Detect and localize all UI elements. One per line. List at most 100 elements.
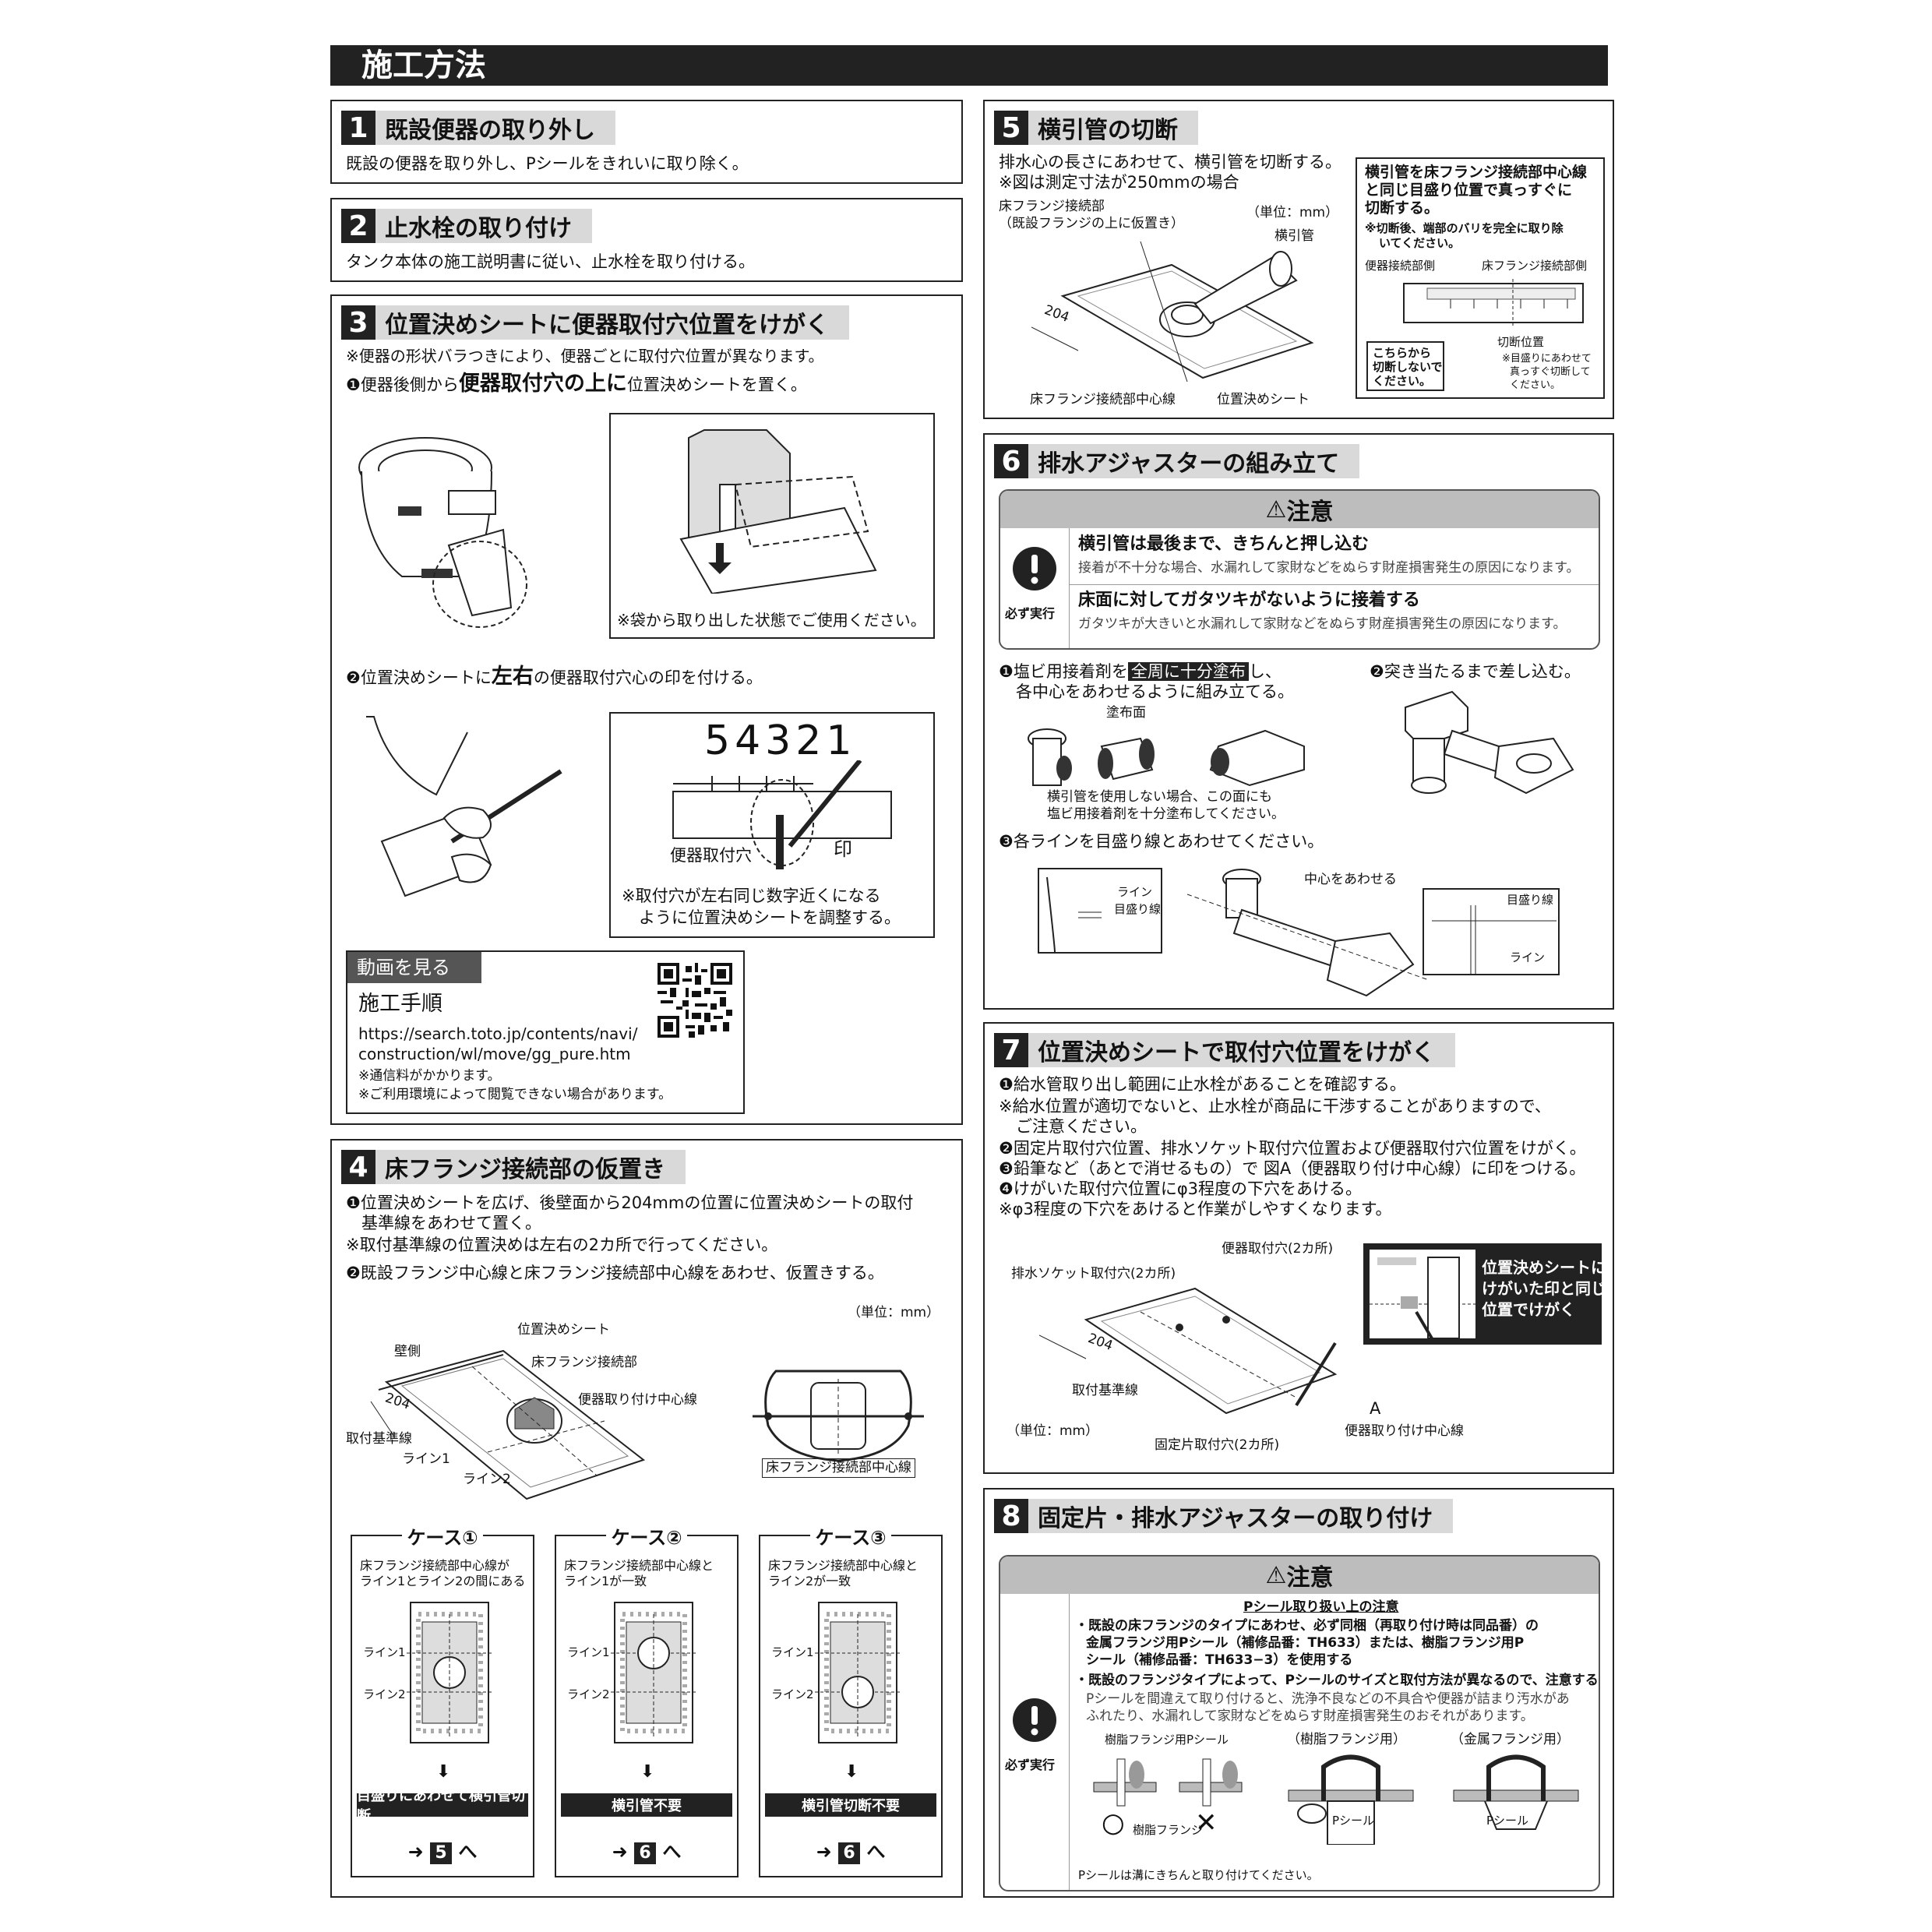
inset-note-2: いてください。 bbox=[1379, 236, 1461, 250]
bullet-1b: 金属フランジ用Pシール（補修品番：TH633）または、樹脂フランジ用P bbox=[1086, 1635, 1525, 1651]
line1-label: ライン1 bbox=[402, 1451, 450, 1467]
step-2: ❷突き当たるまで差し込む。 bbox=[1370, 662, 1581, 681]
case-diagram bbox=[815, 1599, 901, 1747]
case-desc-1: 床フランジ接続部中心線と bbox=[768, 1558, 918, 1573]
center-line-label: 床フランジ接続部中心線 bbox=[1030, 392, 1176, 407]
bullet-1a: ・既設の床フランジのタイプにあわせ、必ず同梱（再取り付け時は同品番）の bbox=[1075, 1618, 1539, 1634]
line-label: ライン bbox=[1117, 885, 1153, 899]
unit-label: （単位：mm） bbox=[1007, 1423, 1099, 1439]
case-label: ケース① bbox=[402, 1527, 483, 1549]
warning-text-1: こちらから bbox=[1373, 346, 1432, 360]
scale-label: 目盛り線 bbox=[1507, 893, 1554, 907]
inset-text-2: けがいた印と同じ bbox=[1482, 1279, 1606, 1298]
video-note-1: ※通信料がかかります。 bbox=[358, 1068, 501, 1084]
case-3: ケース③ 床フランジ接続部中心線と ライン2が一致 ライン1 ライン2 ⬇ 横引… bbox=[759, 1527, 943, 1877]
unit-label: （単位：mm） bbox=[848, 1305, 940, 1320]
case-line2: ライン2 bbox=[567, 1687, 610, 1701]
line-label: ライン bbox=[1510, 950, 1546, 964]
marking-inset: 位置決めシートに けがいた印と同じ 位置でけがく bbox=[1363, 1243, 1606, 1345]
line-inset-right: 目盛り線 ライン bbox=[1423, 888, 1560, 975]
cut-inset: 横引管を床フランジ接続部中心線 と同じ目盛り位置で真っすぐに 切断する。 ※切断… bbox=[1356, 157, 1605, 399]
video-url-line2[interactable]: construction/wl/move/gg_pure.htm bbox=[358, 1045, 631, 1063]
pseal-note: Pシールは溝にきちんと取り付けてください。 bbox=[1078, 1868, 1319, 1882]
caution-2-title: 床面に対してガタツキがないように接着する bbox=[1078, 591, 1420, 610]
step-1: ❶塩ビ用接着剤を全周に十分塗布し、 bbox=[999, 662, 1282, 681]
section-number: 4 bbox=[341, 1150, 375, 1184]
section-number: 3 bbox=[341, 305, 375, 340]
marking-illustration bbox=[343, 709, 576, 911]
placement-diagram bbox=[347, 1320, 721, 1522]
must-do-label: 必ず実行 bbox=[1005, 606, 1056, 621]
case-label: ケース② bbox=[606, 1527, 687, 1549]
case-action: 横引管不要 bbox=[561, 1793, 732, 1817]
section-title: 排水アジャスターの組み立て bbox=[1028, 444, 1360, 478]
section-note: ※取付基準線の位置決めは左右の2カ所で行ってください。 bbox=[346, 1236, 778, 1254]
hole-label: 便器取付穴(2カ所) bbox=[1222, 1241, 1334, 1257]
case-desc-2: ライン1が一致 bbox=[564, 1574, 647, 1588]
warning-box: こちらから 切断しないで ください。 bbox=[1366, 341, 1444, 391]
pipe-label: 横引管 bbox=[1274, 228, 1314, 244]
must-do-cell: 必ず実行 bbox=[1000, 1594, 1070, 1890]
section-title: 固定片・排水アジャスターの取り付け bbox=[1028, 1499, 1454, 1533]
alignment-illustration bbox=[1172, 855, 1452, 1003]
inset-text-3: 切断する。 bbox=[1365, 199, 1440, 217]
case-2: ケース② 床フランジ接続部中心線と ライン1が一致 ライン1 ライン2 ⬇ 横引… bbox=[555, 1527, 739, 1877]
insertion-illustration bbox=[1390, 684, 1577, 816]
section-number: 2 bbox=[341, 209, 375, 243]
section-text-1: 排水心の長さにあわせて、横引管を切断する。 bbox=[999, 153, 1341, 171]
assembly-parts-illustration bbox=[1016, 715, 1320, 801]
case-line1: ライン1 bbox=[567, 1645, 610, 1659]
arrow-right-icon: ➜ bbox=[816, 1841, 832, 1863]
pseal-subtitle: Pシール取り扱い上の注意 bbox=[1243, 1599, 1399, 1615]
point-a-label: A bbox=[1370, 1399, 1381, 1418]
scale-label: 目盛り線 bbox=[1114, 902, 1162, 916]
case-desc-1: 床フランジ接続部中心線と bbox=[564, 1558, 714, 1573]
fig2-note-1: ※取付穴が左右同じ数字近くになる bbox=[622, 887, 881, 905]
caution-box: ⚠注意 必ず実行 横引管は最後まで、きちんと押し込む 接着が不十分な場合、水漏れ… bbox=[999, 489, 1600, 650]
warning-text-3: ください。 bbox=[1373, 374, 1432, 388]
case-goto[interactable]: ➜ 6 へ bbox=[816, 1841, 886, 1864]
case-line2: ライン2 bbox=[363, 1687, 406, 1701]
arrow-right-icon: ➜ bbox=[612, 1841, 628, 1863]
fixing-hole-label: 固定片取付穴(2カ所) bbox=[1155, 1437, 1280, 1453]
section-title: 位置決めシートで取付穴位置をけがく bbox=[1028, 1033, 1455, 1067]
sheet-label: 位置決めシート bbox=[517, 1322, 610, 1338]
section-number: 6 bbox=[994, 444, 1028, 478]
case-goto[interactable]: ➜ 6 へ bbox=[612, 1841, 682, 1864]
pipe-cut-diagram bbox=[1031, 226, 1359, 382]
mark-label: 印 bbox=[834, 838, 852, 860]
toilet-illustration bbox=[355, 428, 558, 631]
bullet-2: ・既設のフランジタイプによって、Pシールのサイズと取付方法が異なるので、注意する bbox=[1075, 1673, 1599, 1688]
cut-note-1: ※目盛りにあわせて bbox=[1502, 353, 1592, 365]
section-text: 既設の便器を取り外し、Pシールをきれいに取り除く。 bbox=[346, 154, 749, 173]
resin-flange-label: 樹脂フランジ bbox=[1133, 1823, 1204, 1837]
case-goto[interactable]: ➜ 5 へ bbox=[407, 1841, 478, 1864]
pseal-label: Pシール bbox=[1332, 1814, 1375, 1828]
qr-code-icon[interactable] bbox=[658, 963, 732, 1041]
must-do-label: 必ず実行 bbox=[1005, 1757, 1056, 1772]
warning-text-2: 切断しないで bbox=[1373, 360, 1443, 374]
marking-sheet-diagram bbox=[1039, 1257, 1366, 1421]
step-4: ❹けがいた取付穴位置にφ3程度の下穴をあける。 bbox=[999, 1179, 1363, 1198]
flange-center-label: 床フランジ接続部中心線 bbox=[762, 1458, 915, 1478]
cut-note-2: 真っすぐ切断して bbox=[1510, 366, 1591, 378]
center-line-label: 便器取り付け中心線 bbox=[578, 1392, 697, 1408]
cut-position-label: 切断位置 bbox=[1497, 335, 1545, 349]
section-title: 床フランジ接続部の仮置き bbox=[375, 1150, 686, 1184]
bullet-1c: シール（補修品番：TH633−3）を使用する bbox=[1086, 1652, 1353, 1668]
page-title: 施工方法 bbox=[330, 45, 1608, 86]
case-desc-2: ライン1とライン2の間にある bbox=[360, 1574, 526, 1588]
case-line2: ライン2 bbox=[771, 1687, 814, 1701]
section-note: ※便器の形状バラつきにより、便器ごとに取付穴位置が異なります。 bbox=[346, 347, 824, 365]
video-url-line1[interactable]: https://search.toto.jp/contents/navi/ bbox=[358, 1024, 638, 1043]
section-number: 5 bbox=[994, 111, 1028, 145]
wall-label: 壁側 bbox=[394, 1344, 421, 1359]
inset-right-label: 床フランジ接続部側 bbox=[1482, 259, 1588, 273]
case-1: ケース① 床フランジ接続部中心線が ライン1とライン2の間にある ライン1 ライ… bbox=[351, 1527, 534, 1877]
